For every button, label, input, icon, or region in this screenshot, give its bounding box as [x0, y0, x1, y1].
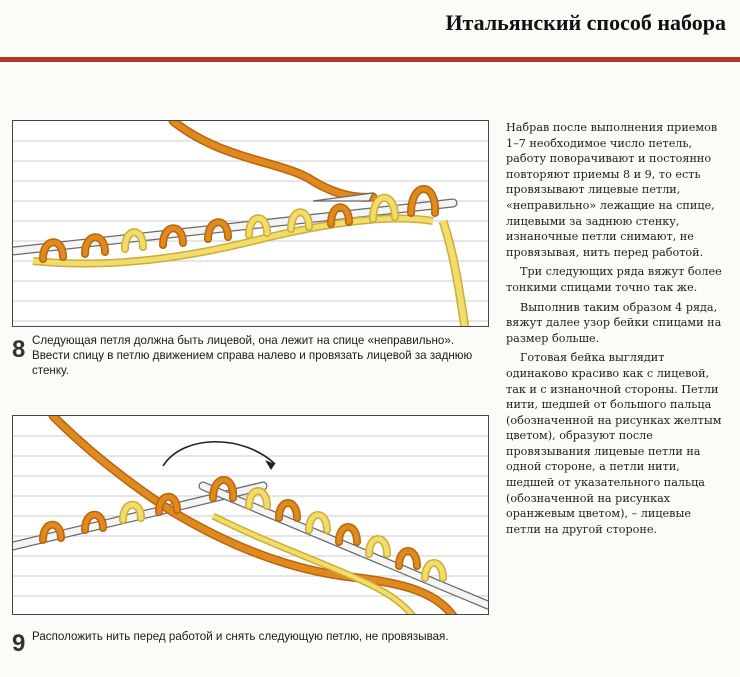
arrow-head	[265, 460, 275, 470]
figure-number: 9	[12, 630, 26, 657]
paragraph: Набрав после выполнения приемов 1–7 необ…	[506, 121, 718, 259]
caption-text: Следующая петля должна быть лицевой, она…	[32, 334, 473, 377]
knitting-diagram-9	[13, 416, 488, 614]
page-title: Итальянский способ набора	[445, 10, 726, 35]
needle-tip	[312, 192, 375, 202]
paragraph: Три следующих ряда вяжут более тонкими с…	[506, 265, 722, 294]
header-rule	[0, 57, 740, 62]
paragraph: Готовая бейка выглядит одинаково красиво…	[506, 351, 722, 536]
paragraph: Выполнив таким образом 4 ряда, вяжут дал…	[506, 300, 722, 345]
stitches	[39, 185, 440, 263]
knitting-diagram-8	[13, 121, 488, 326]
body-text-column: Набрав после выполнения приемов 1–7 необ…	[506, 120, 728, 541]
caption-text: Расположить нить перед работой и снять с…	[32, 630, 449, 643]
working-yarn-orange	[168, 121, 378, 202]
stitches	[39, 476, 447, 582]
slip-direction-arrow	[162, 440, 276, 467]
page-header: Итальянский способ набора	[0, 0, 740, 70]
figure-9-illustration	[12, 415, 489, 615]
figure-number: 8	[12, 336, 26, 363]
figure-8-illustration	[12, 120, 489, 327]
